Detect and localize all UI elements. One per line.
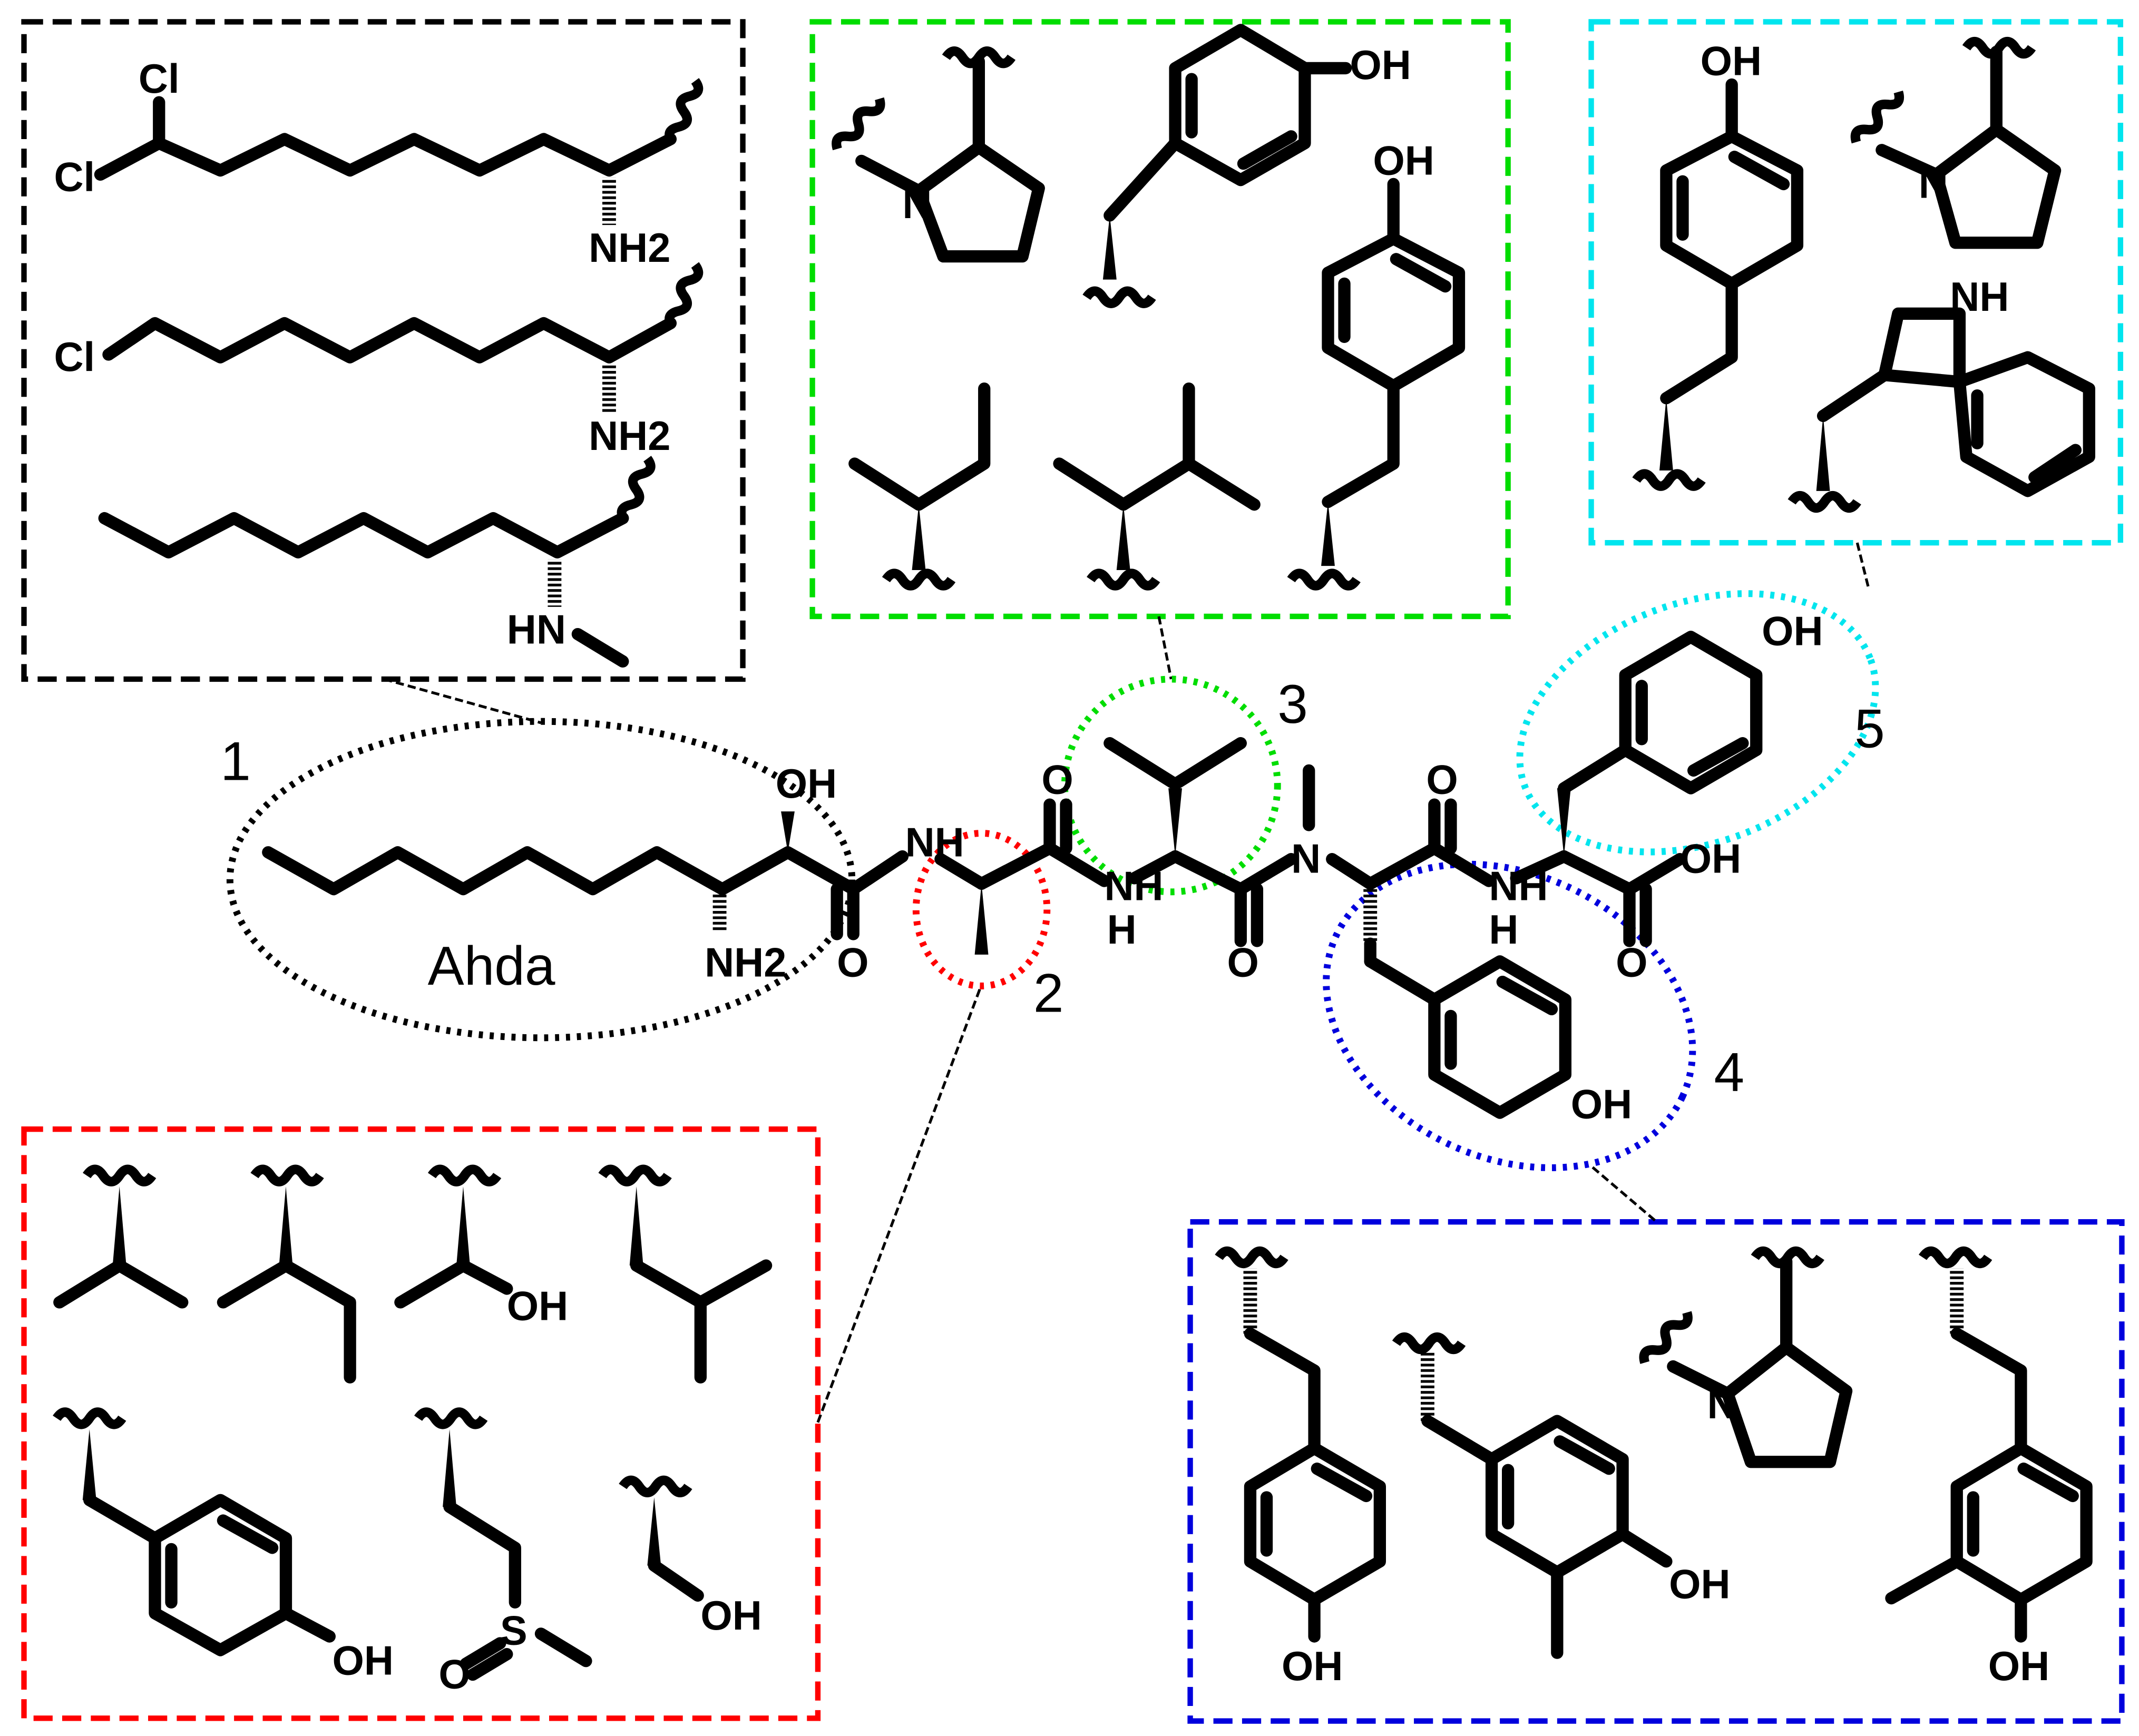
hash-tyr4 [1363,889,1378,944]
box4-structures: OH OH N OH [1219,1251,2093,1689]
svg-text:N: N [1707,1382,1737,1427]
svg-text:NH2: NH2 [705,940,786,985]
ellipse-region-2 [912,830,1051,989]
box3-structures: N OH OH [833,24,1466,586]
connector-3 [1157,616,1173,680]
box5-structures: OH N NH [1636,38,2095,508]
svg-text:OH: OH [776,761,837,807]
connector-1 [384,678,542,724]
svg-text:OH: OH [1680,837,1741,882]
region-number-4: 4 [1714,1042,1745,1103]
svg-text:OH: OH [332,1639,393,1684]
box-region-1 [21,19,746,682]
ellipse-region-5 [1516,590,1879,856]
ellipse-region-3 [1061,675,1281,896]
svg-text:H: H [1107,907,1137,953]
svg-text:N: N [902,182,932,227]
svg-text:NH2: NH2 [589,414,670,459]
region-number-5: 5 [1854,698,1885,759]
svg-text:OH: OH [1373,138,1434,183]
residue-name-ahda: Ahda [428,935,555,996]
svg-text:Cl: Cl [54,335,95,380]
svg-text:Cl: Cl [54,154,95,200]
box-region-5 [1588,19,2124,546]
svg-text:OH: OH [1571,1082,1632,1127]
svg-text:O: O [438,1652,470,1697]
wedge-oh [781,811,795,852]
svg-text:O: O [1426,757,1458,802]
svg-text:N: N [1291,837,1321,882]
box1-structures: Cl Cl NH2 Cl NH2 HN [54,56,700,668]
wedge-methyl [974,884,989,955]
svg-text:OH: OH [700,1593,761,1639]
core-peptide-structure: OH NH2 Ahda O NH O NH H O N OH [262,609,1823,1127]
svg-text:N: N [1919,161,1948,207]
hash-nh2 [712,893,727,931]
svg-text:O: O [837,940,868,985]
connector-4 [1591,1166,1658,1223]
svg-text:O: O [1227,940,1258,985]
svg-text:OH: OH [1988,1644,2049,1689]
svg-text:O: O [1616,940,1647,985]
wedge-tyr5 [1557,788,1571,857]
connector-2 [816,984,983,1423]
svg-text:OH: OH [1282,1644,1343,1689]
svg-text:OH: OH [1762,609,1823,654]
svg-text:O: O [1041,757,1073,802]
svg-text:OH: OH [1669,1562,1730,1607]
svg-text:OH: OH [1701,38,1762,84]
wedge-valine [1168,788,1183,857]
svg-text:H: H [1489,907,1518,953]
ellipse-region-1 [226,718,856,1042]
svg-text:HN: HN [507,607,566,653]
ellipse-region-4 [1323,860,1696,1171]
box2-structures: OH OH S O OH [57,1170,773,1697]
svg-text:OH: OH [507,1284,568,1329]
svg-text:OH: OH [1350,43,1411,88]
region-number-2: 2 [1033,963,1064,1024]
connector-5 [1855,542,1870,587]
region-number-3: 3 [1277,673,1308,734]
region-number-1: 1 [220,731,251,792]
svg-text:Cl: Cl [139,56,180,102]
box-region-2 [21,1126,821,1721]
svg-text:NH2: NH2 [589,225,670,271]
box-region-4 [1187,1219,2125,1724]
